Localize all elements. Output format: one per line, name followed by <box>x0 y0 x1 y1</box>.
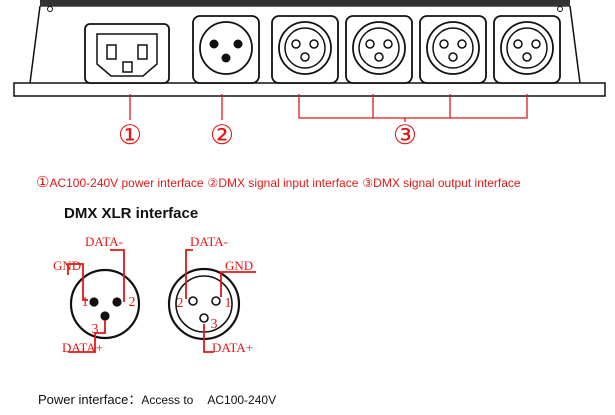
legend-marker-2: ② <box>208 176 219 190</box>
label-data-plus: DATA+ <box>62 340 103 355</box>
callout-1: ① <box>118 120 142 150</box>
dmx-output-xlr-icon <box>271 15 339 84</box>
pin-dot-icon <box>89 297 99 307</box>
screw-icon <box>47 6 53 12</box>
callout-leaders <box>129 94 528 122</box>
mounting-flange <box>13 82 606 97</box>
label-data-minus: DATA- <box>85 234 123 249</box>
ac-power-inlet-icon <box>84 23 170 84</box>
dmx-input-xlr-icon <box>192 15 260 84</box>
device-panel <box>13 0 606 97</box>
legend-marker-3: ③ <box>362 176 373 190</box>
pin-socket-icon <box>199 313 209 323</box>
label-data-plus: DATA+ <box>212 340 253 355</box>
pin-label-2: 2 <box>129 295 136 310</box>
power-note: Power interface：Access to AC100-240V <box>38 392 276 407</box>
legend-marker-1: ① <box>36 174 49 191</box>
left-xlr-pinout: 1 2 3 DATA- GND DATA+ <box>53 234 141 355</box>
legend-text-1: AC100-240V power interface <box>49 176 203 190</box>
label-gnd: GND <box>53 258 81 273</box>
pin-label-1: 1 <box>225 296 232 311</box>
right-xlr-pinout: 2 1 3 DATA- GND DATA+ <box>167 234 256 355</box>
xlr-male-face-icon <box>69 268 141 340</box>
label-data-minus: DATA- <box>190 234 228 249</box>
callout-3: ③ <box>393 120 417 150</box>
pin-dot-icon <box>100 311 110 321</box>
power-note-label: Power interface： <box>38 392 141 407</box>
power-note-text: Access to <box>141 393 193 407</box>
label-gnd: GND <box>225 258 253 273</box>
panel-left-edge <box>29 5 41 84</box>
callout-2: ② <box>210 120 234 150</box>
power-note-value: AC100-240V <box>207 393 276 407</box>
leader-bracket-3 <box>298 94 528 119</box>
legend-text-3: DMX signal output interface <box>373 176 521 190</box>
pin-dot-icon <box>112 297 122 307</box>
legend-line: ①AC100-240V power interface ②DMX signal i… <box>36 174 521 191</box>
panel-top-strip <box>40 0 570 6</box>
dmx-output-xlr-icon <box>345 15 413 84</box>
pin-socket-icon <box>211 296 221 306</box>
pin-socket-icon <box>188 296 198 306</box>
dmx-output-xlr-icon <box>493 15 561 84</box>
pin-label-3: 3 <box>92 322 99 337</box>
xlr-section-title: DMX XLR interface <box>64 205 198 222</box>
pin-label-3: 3 <box>211 317 218 332</box>
panel-right-edge <box>569 5 581 84</box>
pin-label-2: 2 <box>177 296 184 311</box>
pin-label-1: 1 <box>82 295 89 310</box>
screw-icon <box>557 6 563 12</box>
dmx-output-xlr-icon <box>419 15 487 84</box>
legend-text-2: DMX signal input interface <box>218 176 358 190</box>
